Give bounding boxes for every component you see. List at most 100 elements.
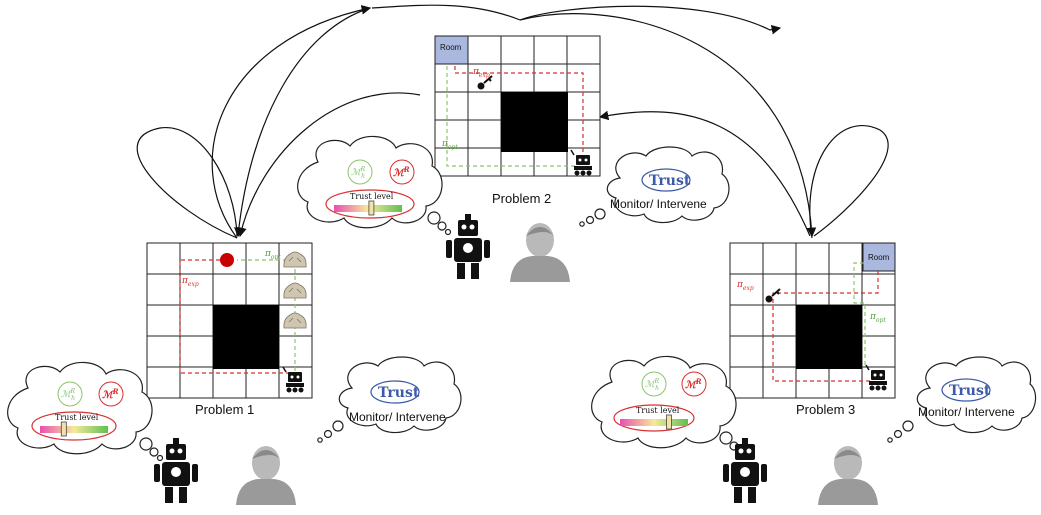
grid-problem-2: Room πexp πopt [434,35,601,177]
robot-model-label: ℳR [393,165,410,179]
grid-cell [861,335,896,368]
grid-cell [212,273,247,306]
robot-avatar-1 [154,438,198,503]
person-avatar-3 [818,446,878,505]
room-label: Room [868,253,890,262]
optimal-path [446,63,575,167]
grid-problem-3: Room πexp πopt [729,242,896,399]
obstacle-block [501,92,568,152]
pi-exp-label: πexp [472,67,490,79]
grid-cell [828,273,863,306]
robot-avatar-3 [723,438,767,503]
grid-cell [212,366,247,399]
grid-cell [146,366,181,399]
human-thought-cloud-1: Trust Monitor/ Intervene [317,356,462,443]
trust-bar [40,426,108,433]
grid-cell [179,335,214,368]
grid-cell [533,35,568,65]
obstacle-block [213,305,279,369]
grid-cell [729,335,764,368]
optimal-path [853,262,868,365]
caption-problem-1: Problem 1 [195,402,254,417]
grid-cell [729,242,764,275]
pi-exp-label: πexp [181,276,199,288]
grid-cell [828,242,863,275]
caption-problem-3: Problem 3 [796,402,855,417]
pi-opt-label: πopt [869,312,886,324]
grid-cell [729,366,764,399]
grid-cell [146,273,181,306]
robot-model-label: ℳR [685,377,702,391]
grid-cell [762,335,797,368]
room-label: Room [440,43,462,52]
monitor-intervene-label: Monitor/ Intervene [918,405,1015,419]
caption-problem-2: Problem 2 [492,191,551,206]
grid-cell [278,366,313,399]
trust-word: Trust [649,173,691,189]
room-cell [434,35,469,65]
grid-cell [762,366,797,399]
room-cell [862,242,896,272]
grid-cell [467,35,502,65]
grid-cell [434,147,469,177]
trust-word: Trust [378,385,420,401]
trust-level-label: Trust level [55,413,99,422]
grid-cell [795,242,830,275]
explanation-path [772,271,879,382]
goal-marker [220,253,234,267]
monitor-intervene-label: Monitor/ Intervene [610,197,707,211]
robot-avatar-2 [446,214,490,279]
trust-level-label: Trust level [350,192,394,201]
human-thought-cloud-2: Trust Monitor/ Intervene [579,146,730,227]
grid-cell [146,242,181,275]
pi-opt-label: πopt [264,249,281,261]
grid-cell [245,273,280,306]
grid-cell [762,242,797,275]
robot-model-label: ℳR [102,387,119,401]
trust-bar [620,419,688,426]
grid-cell [500,35,535,65]
grid-cell [533,147,568,177]
grid-cell [434,63,469,93]
trust-slider-thumb [60,421,67,437]
trust-bar [334,205,402,212]
explanation-path [454,63,584,159]
transition-arcs [136,4,889,239]
grid-cell [179,304,214,337]
grid-cell [795,366,830,399]
grid-cell [146,335,181,368]
trust-word: Trust [949,383,991,399]
trust-slider-thumb [666,414,672,430]
optimal-path [237,259,296,371]
grid-cell [467,63,502,93]
trust-level-label: Trust level [636,406,680,415]
grid-cell [533,63,568,93]
trust-slider-thumb [368,200,375,216]
grid-cell [467,91,502,121]
pi-exp-label: πexp [736,280,754,292]
grid-cell [795,273,830,306]
grid-cell [245,366,280,399]
obstacle-block [796,305,862,369]
grid-cell [179,366,214,399]
explanation-path [179,259,297,374]
grid-cell [146,304,181,337]
person-avatar-1 [236,446,296,505]
human-thought-cloud-3: Trust Monitor/ Intervene [887,356,1037,443]
person-avatar-2 [510,223,570,282]
grid-cell [729,304,764,337]
grid-cell [762,304,797,337]
grid-cell [500,147,535,177]
monitor-intervene-label: Monitor/ Intervene [349,410,446,424]
grid-cell [828,366,863,399]
grid-cell [434,91,469,121]
grid-cell [467,147,502,177]
grid-cell [179,242,214,275]
